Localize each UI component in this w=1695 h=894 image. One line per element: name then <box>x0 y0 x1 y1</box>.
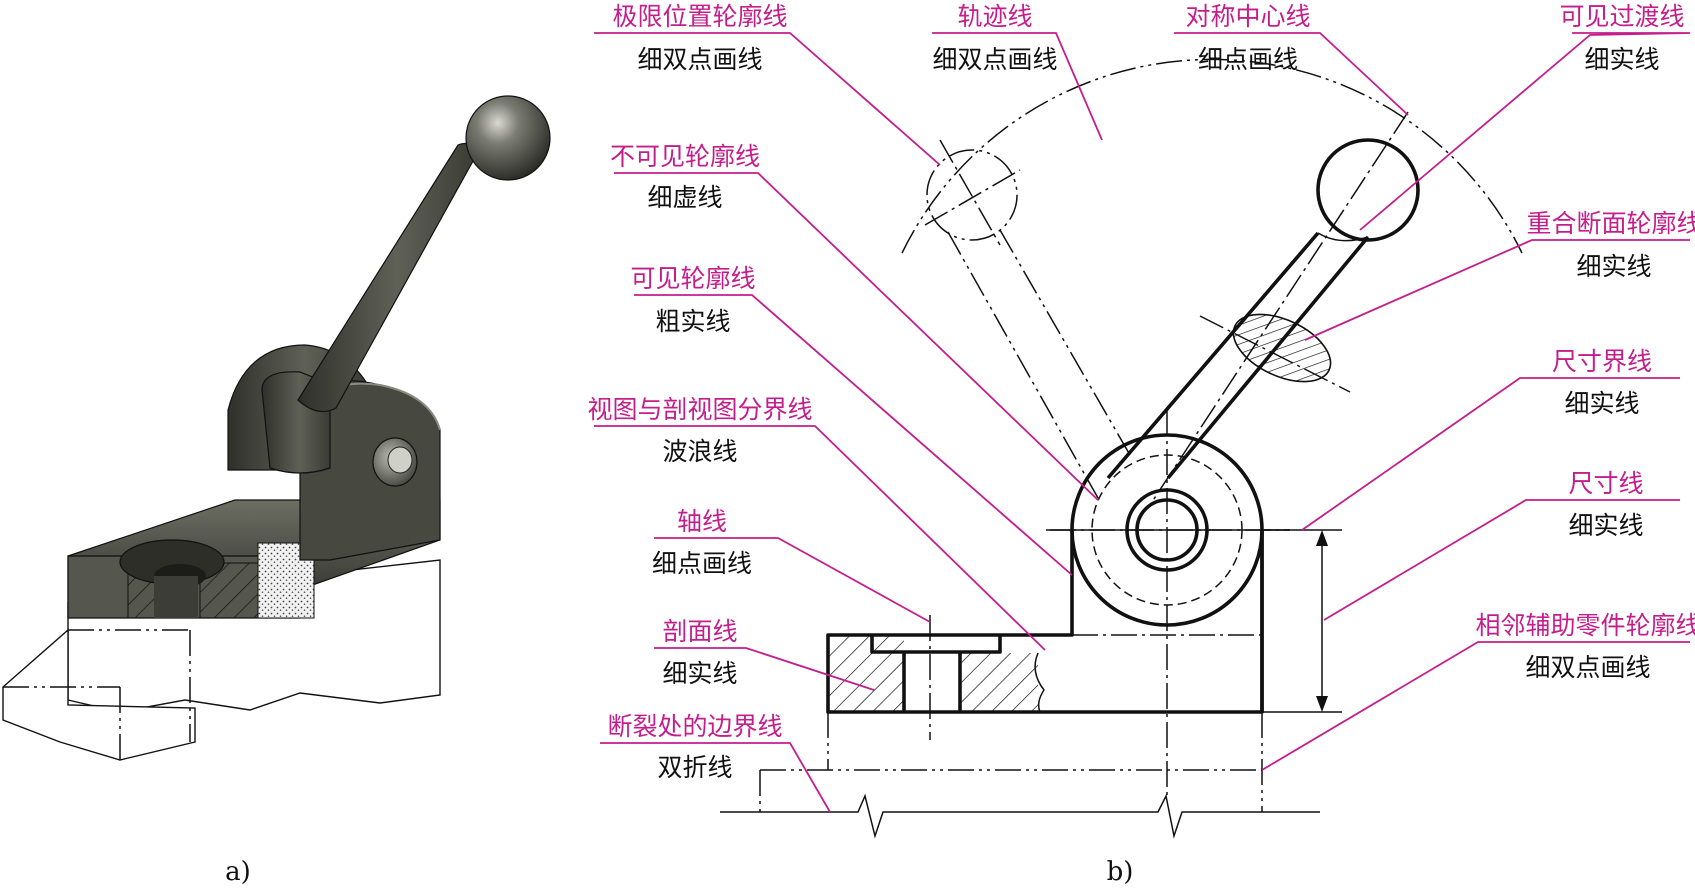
label-adjacent-part-term: 相邻辅助零件轮廓线 <box>1475 611 1695 640</box>
right-lever <box>1106 111 1420 509</box>
label-visible-transition-line: 细实线 <box>1584 45 1659 74</box>
label-extension-line-term: 尺寸界线 <box>1552 347 1652 376</box>
hub <box>1050 410 1290 800</box>
trajectory-arc <box>901 58 1523 254</box>
label-visible-outline-line: 粗实线 <box>655 307 730 336</box>
label-view-section-boundary-term: 视图与剖视图分界线 <box>587 395 812 424</box>
label-hidden-outline-term: 不可见轮廓线 <box>610 142 760 171</box>
extreme-position-lever <box>924 139 1131 499</box>
leader-lines <box>594 32 1691 813</box>
label-visible-transition-term: 可见过渡线 <box>1559 2 1684 31</box>
label-section-hatch-term: 剖面线 <box>662 617 737 646</box>
label-section-hatch-line: 细实线 <box>662 659 737 688</box>
label-symmetry-center-term: 对称中心线 <box>1185 2 1310 31</box>
label-trajectory-line: 细双点画线 <box>932 45 1057 74</box>
label-break-boundary-term: 断裂处的边界线 <box>607 712 782 741</box>
label-view-section-boundary-line: 波浪线 <box>662 437 737 466</box>
label-extension-line-line: 细实线 <box>1564 389 1639 418</box>
label-axis-line-term: 轴线 <box>677 507 727 536</box>
label-break-boundary-line: 双折线 <box>657 753 732 782</box>
label-limit-position-term: 极限位置轮廓线 <box>612 2 787 31</box>
label-adjacent-part-line: 细双点画线 <box>1525 653 1650 682</box>
label-revolved-section-line: 细实线 <box>1576 252 1651 281</box>
label-visible-outline-term: 可见轮廓线 <box>630 264 755 293</box>
label-limit-position-line: 细双点画线 <box>637 45 762 74</box>
caption-b: b) <box>1107 857 1134 887</box>
label-trajectory-term: 轨迹线 <box>957 2 1032 31</box>
label-hidden-outline-line: 细虚线 <box>647 183 722 212</box>
caption-a: a) <box>225 857 251 887</box>
labels: 极限位置轮廓线 细双点画线 轨迹线 细双点画线 对称中心线 细点画线 可见过渡线… <box>225 2 1695 887</box>
break-line <box>720 793 1320 839</box>
label-dimension-line-term: 尺寸线 <box>1568 469 1643 498</box>
orthographic-view <box>720 58 1523 839</box>
isometric-view <box>2 95 551 761</box>
symmetry-center-line <box>1147 111 1409 509</box>
label-dimension-line-line: 细实线 <box>1568 511 1643 540</box>
label-revolved-section-term: 重合断面轮廓线 <box>1526 209 1695 238</box>
label-axis-line-line: 细点画线 <box>652 549 752 578</box>
label-symmetry-center-line: 细点画线 <box>1198 45 1298 74</box>
